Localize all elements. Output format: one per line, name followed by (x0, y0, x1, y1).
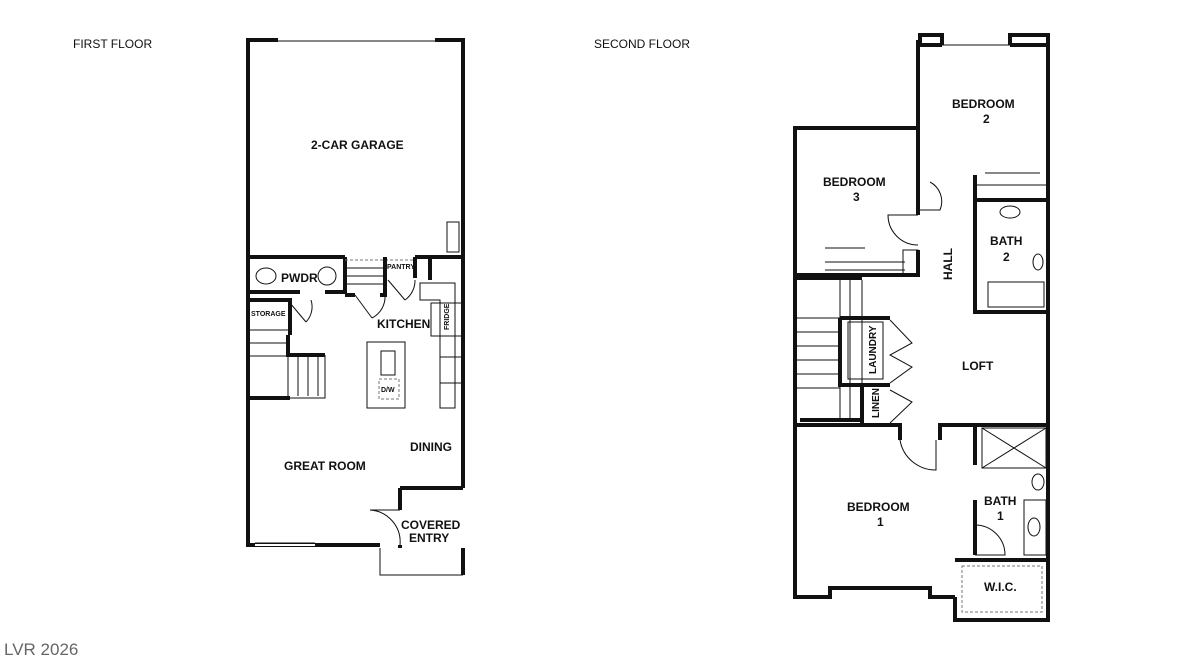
first-floor-title: FIRST FLOOR (73, 37, 152, 51)
first-floor-plan: FIRST FLOOR 2-CA (73, 37, 465, 576)
room-label-linen: LINEN (871, 388, 882, 418)
room-label-powder: PWDR (281, 271, 318, 285)
fridge (430, 302, 464, 337)
room-label-laundry: LAUNDRY (868, 325, 879, 374)
sink-icon (1027, 517, 1041, 537)
room-label-bath-2-num: 2 (1003, 250, 1010, 264)
label-dishwasher: D/W (381, 387, 395, 394)
range-icon (439, 356, 463, 384)
second-floor-plan: SECOND FLOOR BEDROOM 2 (594, 33, 1050, 622)
second-floor-title: SECOND FLOOR (594, 37, 690, 51)
room-label-dining: DINING (410, 440, 452, 454)
room-label-hall: HALL (941, 248, 955, 280)
watermark: LVR 2026 (4, 640, 78, 659)
sink-icon (380, 350, 396, 376)
room-label-bedroom-2-num: 2 (983, 112, 990, 126)
bathtub-icon (987, 281, 1045, 308)
label-fridge: FRIDGE (444, 303, 451, 330)
room-label-garage: 2-CAR GARAGE (311, 138, 404, 152)
toilet-icon (1031, 473, 1045, 491)
room-label-covered-entry-2: ENTRY (409, 531, 449, 545)
sink-icon (999, 205, 1021, 219)
toilet-icon (255, 267, 277, 285)
room-label-bedroom-1-num: 1 (877, 515, 884, 529)
room-label-covered-entry: COVERED (401, 518, 461, 532)
room-label-bath-1-num: 1 (997, 509, 1004, 523)
room-label-loft: LOFT (962, 359, 994, 373)
room-label-great-room: GREAT ROOM (284, 459, 366, 473)
sink-icon (317, 266, 337, 286)
room-label-bedroom-1: BEDROOM (847, 500, 910, 514)
kitchen-island (366, 341, 406, 409)
toilet-icon (1032, 253, 1044, 271)
room-label-bath-1: BATH (984, 494, 1016, 508)
room-label-bedroom-3: BEDROOM (823, 175, 886, 189)
room-label-kitchen: KITCHEN (377, 317, 430, 331)
room-label-wic: W.I.C. (984, 580, 1017, 594)
room-label-storage: STORAGE (251, 311, 286, 318)
room-label-bath-2: BATH (990, 234, 1022, 248)
room-label-bedroom-3-num: 3 (853, 190, 860, 204)
room-label-bedroom-2: BEDROOM (952, 97, 1015, 111)
room-label-pantry: PANTRY (387, 264, 415, 271)
shower-icon (981, 427, 1047, 469)
